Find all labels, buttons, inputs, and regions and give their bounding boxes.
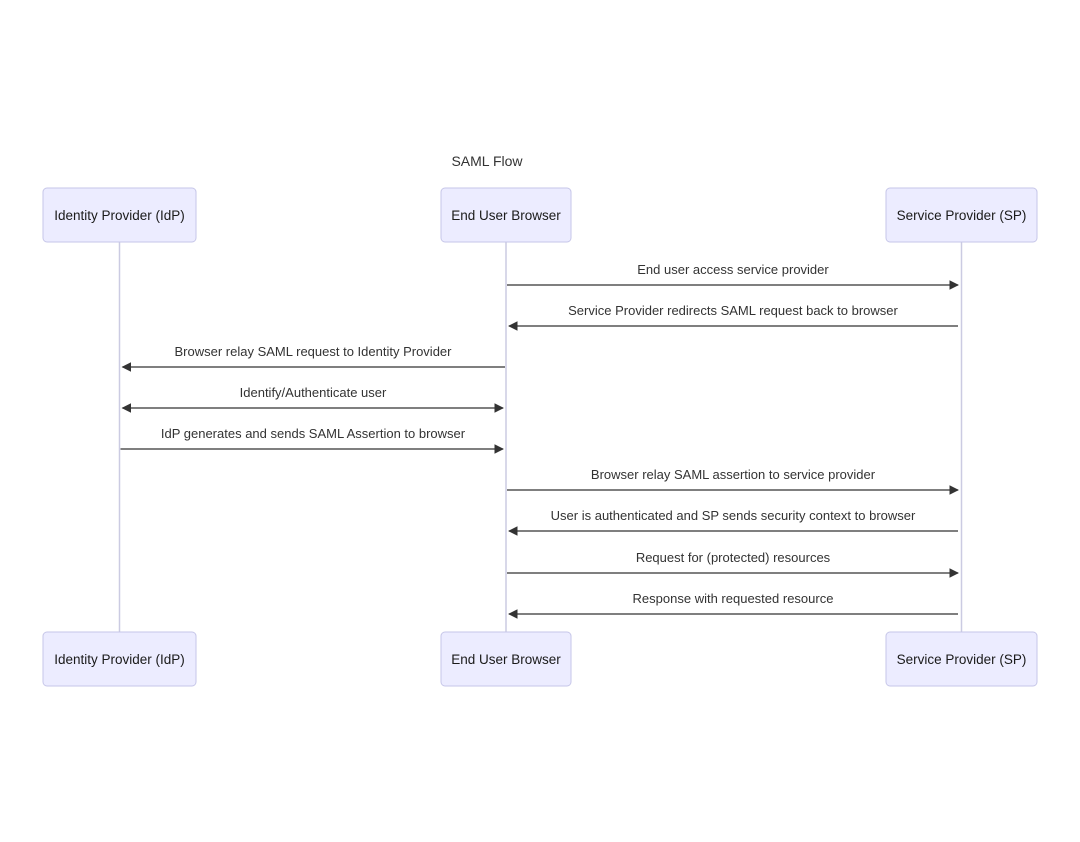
message-label: Service Provider redirects SAML request … — [568, 303, 898, 318]
actor-box-idp-top — [42, 187, 197, 243]
actor-box-browser-bottom — [440, 631, 572, 687]
actor-bottom-sp: Service Provider (SP) — [885, 631, 1038, 687]
message-label: Browser relay SAML request to Identity P… — [175, 344, 453, 359]
message-9: Response with requested resource — [508, 591, 958, 619]
actor-box-browser-top — [440, 187, 572, 243]
message-label: User is authenticated and SP sends secur… — [551, 508, 916, 523]
actor-bottom-idp: Identity Provider (IdP) — [42, 631, 197, 687]
message-label: IdP generates and sends SAML Assertion t… — [161, 426, 466, 441]
message-2: Service Provider redirects SAML request … — [508, 303, 958, 331]
message-8: Request for (protected) resources — [507, 550, 959, 578]
actor-top-idp: Identity Provider (IdP) — [42, 187, 197, 243]
actor-top-browser: End User Browser — [440, 187, 572, 243]
message-4: Identify/Authenticate user — [121, 385, 504, 413]
actor-box-idp-bottom — [42, 631, 197, 687]
message-label: Identify/Authenticate user — [240, 385, 387, 400]
actor-label-sp-top: Service Provider (SP) — [897, 208, 1027, 223]
actor-label-browser-bottom: End User Browser — [451, 652, 561, 667]
message-label: End user access service provider — [637, 262, 829, 277]
actor-label-browser-top: End User Browser — [451, 208, 561, 223]
actor-top-sp: Service Provider (SP) — [885, 187, 1038, 243]
message-label: Request for (protected) resources — [636, 550, 831, 565]
diagram-title: SAML Flow — [451, 153, 523, 169]
actor-box-sp-top — [885, 187, 1038, 243]
message-label: Browser relay SAML assertion to service … — [591, 467, 876, 482]
message-7: User is authenticated and SP sends secur… — [508, 508, 958, 536]
actor-label-idp-top: Identity Provider (IdP) — [54, 208, 185, 223]
message-1: End user access service provider — [507, 262, 959, 290]
actor-label-idp-bottom: Identity Provider (IdP) — [54, 652, 185, 667]
actor-label-sp-bottom: Service Provider (SP) — [897, 652, 1027, 667]
actor-box-sp-bottom — [885, 631, 1038, 687]
message-3: Browser relay SAML request to Identity P… — [121, 344, 505, 372]
message-6: Browser relay SAML assertion to service … — [507, 467, 959, 495]
message-label: Response with requested resource — [633, 591, 834, 606]
actor-bottom-browser: End User Browser — [440, 631, 572, 687]
message-5: IdP generates and sends SAML Assertion t… — [120, 426, 504, 454]
